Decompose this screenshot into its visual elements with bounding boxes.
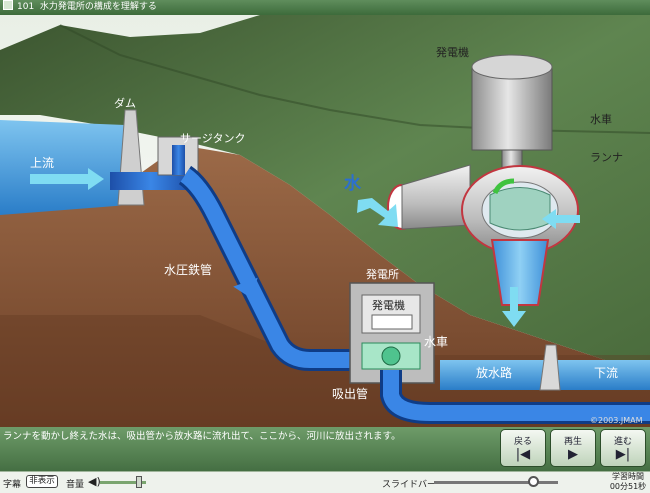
play-button[interactable]: 再生 ▶ xyxy=(550,429,596,467)
skip-forward-icon: ▶| xyxy=(615,447,631,462)
lesson-title: 水力発電所の構成を理解する xyxy=(39,2,157,12)
caption-panel: ランナを動かし終えた水は、吸出管から放水路に流れ出て、ここから、河川に放出されま… xyxy=(0,427,650,471)
volume-slider-knob[interactable] xyxy=(136,476,143,488)
label-ps-generator: 発電機 xyxy=(372,298,405,312)
label-surge-tank: サージタンク xyxy=(180,132,246,145)
label-water: 水 xyxy=(344,173,362,194)
title-bar: 101 水力発電所の構成を理解する xyxy=(0,0,650,15)
label-penstock: 水圧鉄管 xyxy=(164,262,212,277)
subtitle-label: 字幕 xyxy=(3,480,22,490)
slide-bar-knob[interactable] xyxy=(527,476,539,487)
study-time: 学習時間 00分51秒 xyxy=(606,472,650,492)
speaker-icon: ◀) xyxy=(88,475,101,488)
volume-label: 音量 xyxy=(66,480,85,490)
slide-bar-track[interactable] xyxy=(434,481,558,484)
lesson-number: 101 xyxy=(17,2,35,12)
label-generator: 発電機 xyxy=(436,45,469,59)
label-draft-tube: 吸出管 xyxy=(332,386,368,401)
label-upstream: 上流 xyxy=(30,156,54,170)
label-runner: ランナ xyxy=(590,151,623,164)
caption-text: ランナを動かし終えた水は、吸出管から放水路に流れ出て、ここから、河川に放出されま… xyxy=(3,431,401,442)
next-button-label: 進む xyxy=(613,437,632,447)
study-time-label: 学習時間 xyxy=(612,472,644,481)
hydro-plant-illustration: ダム サージタンク 上流 水圧鉄管 水 発電機 水車 ランナ 発電所 発電機 水… xyxy=(0,15,650,427)
skip-back-icon: |◀ xyxy=(515,447,531,462)
label-downstream: 下流 xyxy=(594,366,618,380)
label-dam: ダム xyxy=(114,96,136,110)
label-power-station: 発電所 xyxy=(366,267,399,281)
slide-bar-label: スライドバー xyxy=(382,480,437,490)
control-bar: 字幕 非表示 音量 ◀) スライドバー 学習時間 00分51秒 xyxy=(0,471,650,493)
back-button[interactable]: 戻る |◀ xyxy=(500,429,546,467)
volume-slider-track[interactable] xyxy=(100,481,146,484)
illustration-area: ダム サージタンク 上流 水圧鉄管 水 発電機 水車 ランナ 発電所 発電機 水… xyxy=(0,15,650,427)
play-icon: ▶ xyxy=(568,447,578,462)
back-button-label: 戻る xyxy=(513,437,532,447)
next-button[interactable]: 進む ▶| xyxy=(600,429,646,467)
window-icon xyxy=(3,0,13,10)
label-tailrace: 放水路 xyxy=(476,365,512,380)
subtitle-toggle-button[interactable]: 非表示 xyxy=(26,475,58,488)
label-water-wheel: 水車 xyxy=(590,112,612,126)
label-ps-wheel: 水車 xyxy=(424,335,448,349)
play-button-label: 再生 xyxy=(563,437,582,447)
study-time-value: 00分51秒 xyxy=(609,482,647,491)
copyright-text: ©2003.JMAM xyxy=(590,416,643,425)
